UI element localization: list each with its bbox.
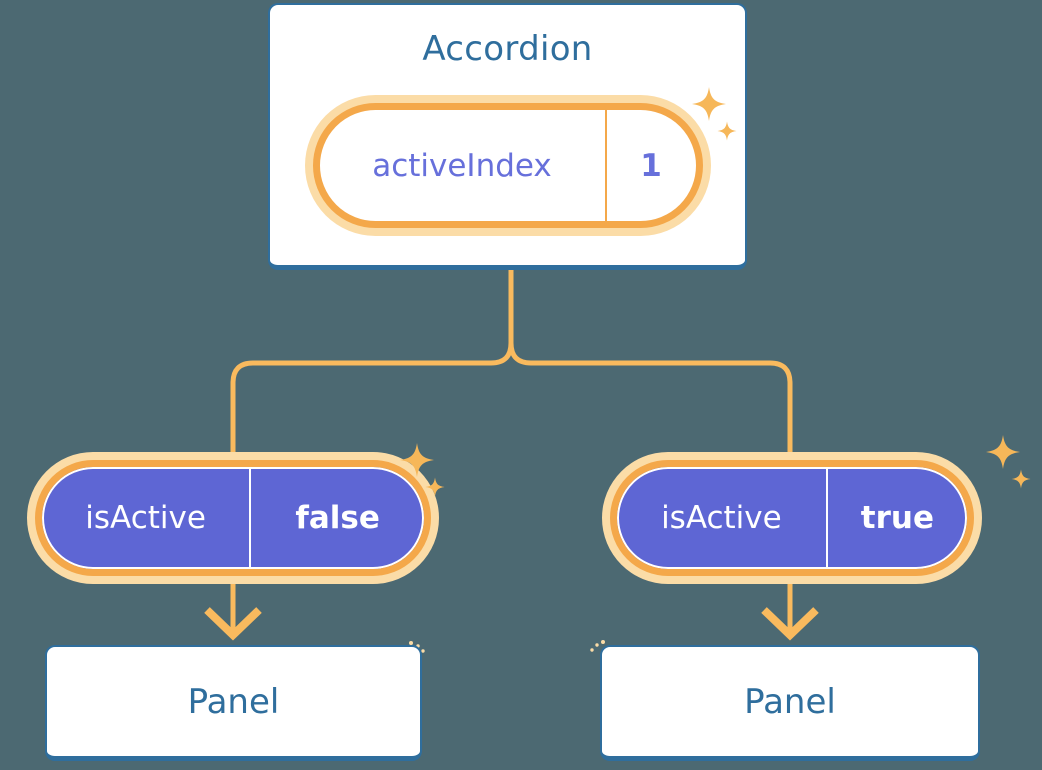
panel-node-left: Panel: [45, 645, 422, 761]
sparkle-dust: [421, 649, 425, 653]
sparkle-dust: [590, 648, 594, 652]
arrow-down-icon: [761, 607, 819, 641]
accordion-title: Accordion: [422, 29, 593, 69]
state-value: 1: [640, 147, 662, 184]
prop-name: isActive: [661, 500, 782, 536]
prop-name: isActive: [85, 500, 206, 536]
sparkle-icon: [692, 87, 737, 141]
connector-branch-right: [508, 258, 793, 631]
panel-title: Panel: [187, 681, 280, 722]
panel-node-right: Panel: [600, 645, 980, 761]
prop-pill-left: isActive false: [35, 460, 431, 576]
sparkle-icon: [400, 443, 445, 497]
sparkle-dust: [595, 643, 599, 647]
sparkle-dust: [601, 640, 605, 644]
panel-title: Panel: [744, 681, 836, 722]
pill-divider: [604, 110, 607, 221]
state-pill: activeIndex 1: [312, 103, 703, 228]
prop-value: true: [860, 500, 934, 536]
accordion-node: Accordion activeIndex 1: [268, 3, 747, 270]
prop-value: false: [295, 500, 380, 536]
sparkle-icon: [986, 435, 1031, 489]
sparkle-dust: [409, 641, 413, 645]
arrow-down-icon: [204, 607, 262, 641]
pill-divider: [825, 469, 828, 567]
prop-pill-right: isActive true: [610, 460, 974, 576]
pill-divider: [249, 469, 252, 567]
state-name: activeIndex: [372, 147, 552, 184]
